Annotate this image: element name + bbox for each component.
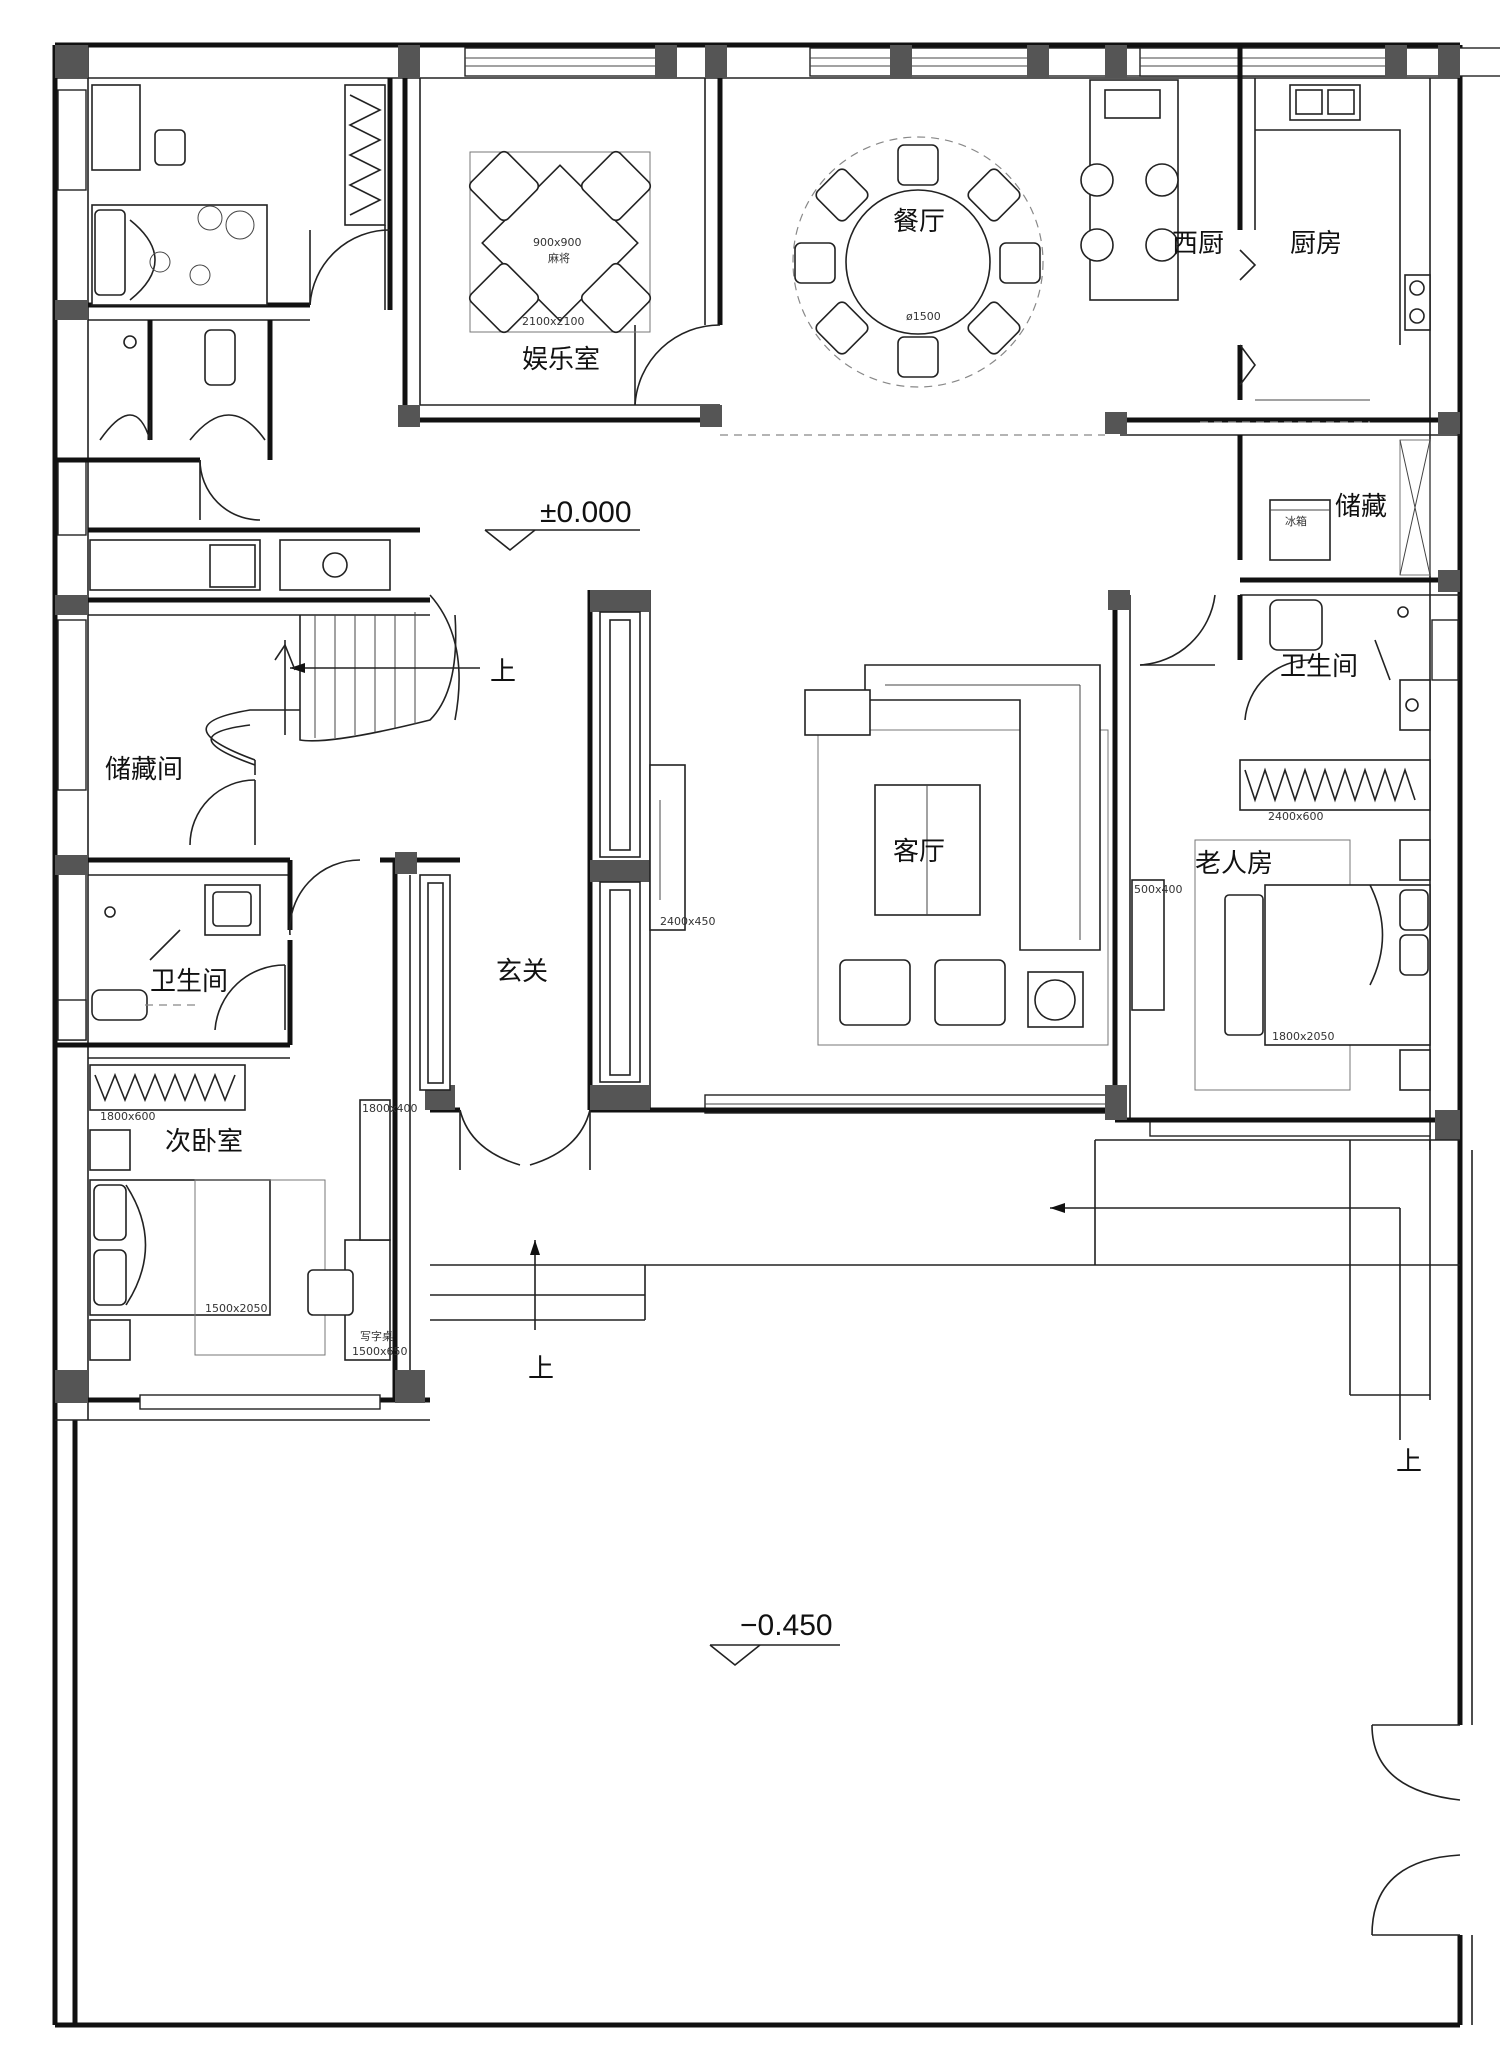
staircase — [205, 594, 480, 775]
dining-set: ø1500 — [792, 136, 1044, 388]
room-label-bathroom-right: 卫生间 — [1280, 652, 1358, 682]
second-bedroom-furniture: 1800x600 1500x2050 1500x650 写字桌 1800x400 — [89, 1064, 418, 1361]
room-label-western-kitchen: 西厨 — [1172, 229, 1224, 259]
storage-right-fixtures: 冰箱 — [1269, 439, 1431, 576]
foyer-cabinets — [419, 611, 641, 1091]
second-bed-size: 1500x2050 — [205, 1302, 268, 1315]
elevation-lower: −0.450 — [709, 1609, 840, 1667]
elevation-upper: ±0.000 — [484, 496, 640, 552]
side-cabinet-size: 500x400 — [1134, 883, 1183, 896]
mahjong-size-label: 900x900 — [533, 236, 582, 249]
room-labels: 娱乐室 餐厅 西厨 厨房 储藏 卫生间 客厅 老人房 储藏间 卫生间 玄关 次卧… — [105, 207, 1387, 1157]
room-label-second-bedroom: 次卧室 — [165, 1127, 243, 1157]
room-label-storage-room: 储藏间 — [105, 755, 183, 785]
stair-up-entry-label: 上 — [528, 1354, 554, 1384]
room-label-living: 客厅 — [893, 837, 945, 867]
desk-size: 1500x650 — [352, 1345, 408, 1358]
room-label-foyer: 玄关 — [496, 957, 548, 987]
doors — [99, 229, 1461, 1936]
room-label-entertainment: 娱乐室 — [522, 345, 600, 375]
bath-cabinet-size: 1800x400 — [362, 1102, 418, 1115]
upper-left-bedroom — [91, 84, 386, 306]
elevation-upper-label: ±0.000 — [540, 496, 632, 529]
kitchen-counters — [1255, 84, 1431, 401]
room-label-storage-small: 储藏 — [1335, 492, 1387, 522]
room-label-kitchen: 厨房 — [1290, 229, 1342, 259]
mahjong-label: 麻将 — [548, 251, 570, 265]
elder-room-furniture: 2400x600 1800x2050 500x400 — [1131, 759, 1431, 1091]
columns — [55, 45, 1460, 1403]
room-label-elder-room: 老人房 — [1195, 849, 1273, 879]
room-label-dining: 餐厅 — [893, 207, 945, 237]
mahjong-set: 900x900 麻将 2100x2100 — [468, 150, 652, 334]
living-furniture: 2400x450 — [649, 664, 1109, 1046]
fridge-label: 冰箱 — [1285, 514, 1307, 528]
stair-up-main-label: 上 — [490, 657, 516, 687]
right-bath-fixtures — [1269, 599, 1431, 731]
stair-up-side-label: 上 — [1396, 1447, 1422, 1477]
elevation-lower-label: −0.450 — [740, 1609, 833, 1642]
elder-bed-size: 1800x2050 — [1272, 1030, 1335, 1043]
dining-table-size: ø1500 — [906, 310, 941, 323]
tv-cabinet-size: 2400x450 — [660, 915, 716, 928]
interior-walls — [55, 45, 1460, 1400]
kitchen-island — [1080, 79, 1179, 301]
second-wardrobe-size: 1800x600 — [100, 1110, 156, 1123]
terrace-steps — [430, 1139, 1460, 1440]
upper-left-bath — [89, 329, 391, 591]
room-label-bathroom-left: 卫生间 — [150, 967, 228, 997]
top-windows — [57, 47, 1500, 1410]
desk-label: 写字桌 — [360, 1329, 393, 1343]
elder-wardrobe-size: 2400x600 — [1268, 810, 1324, 823]
lower-left-bath — [91, 884, 261, 1021]
mahjong-area-label: 2100x2100 — [522, 315, 585, 328]
